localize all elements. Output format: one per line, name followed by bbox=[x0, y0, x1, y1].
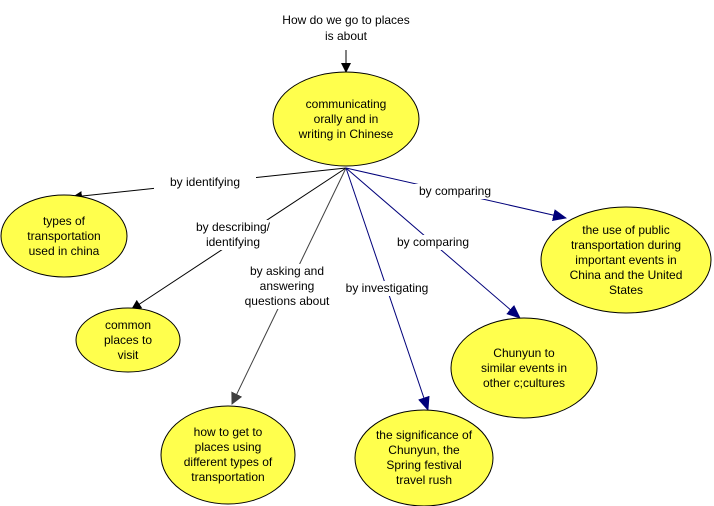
concept-node-public-text: the use of public transportation during … bbox=[569, 222, 683, 297]
concept-node-public[interactable] bbox=[540, 206, 712, 314]
link-label-common: by describing/ identifying bbox=[177, 220, 289, 250]
concept-node-root-text: communicating orally and in writing in C… bbox=[298, 96, 394, 141]
link-label-significance: by investigating bbox=[331, 280, 443, 296]
concept-node-significance[interactable] bbox=[354, 409, 494, 506]
concept-node-significance-text: the significance of Chunyun, the Spring … bbox=[375, 428, 473, 487]
concept-node-root[interactable] bbox=[272, 71, 420, 167]
link-label-public: by comparing bbox=[404, 183, 506, 199]
concept-node-types[interactable] bbox=[0, 194, 128, 278]
concept-node-howto-text: how to get to places using different typ… bbox=[183, 425, 273, 484]
concept-node-common[interactable] bbox=[75, 307, 181, 373]
focus-question: How do we go to places is about bbox=[282, 13, 410, 43]
concept-node-chunyun[interactable] bbox=[450, 317, 598, 419]
link-label-types: by identifying bbox=[154, 174, 256, 190]
concept-node-common-text: common places to visit bbox=[103, 317, 153, 362]
concept-node-types-text: types of transportation used in china bbox=[27, 213, 101, 258]
link-label-howto: by asking and answering questions about bbox=[226, 263, 348, 309]
concept-node-howto[interactable] bbox=[160, 405, 296, 505]
link-label-chunyun: by comparing bbox=[382, 234, 484, 250]
concept-node-chunyun-text: Chunyun to similar events in other c;cul… bbox=[480, 345, 568, 390]
